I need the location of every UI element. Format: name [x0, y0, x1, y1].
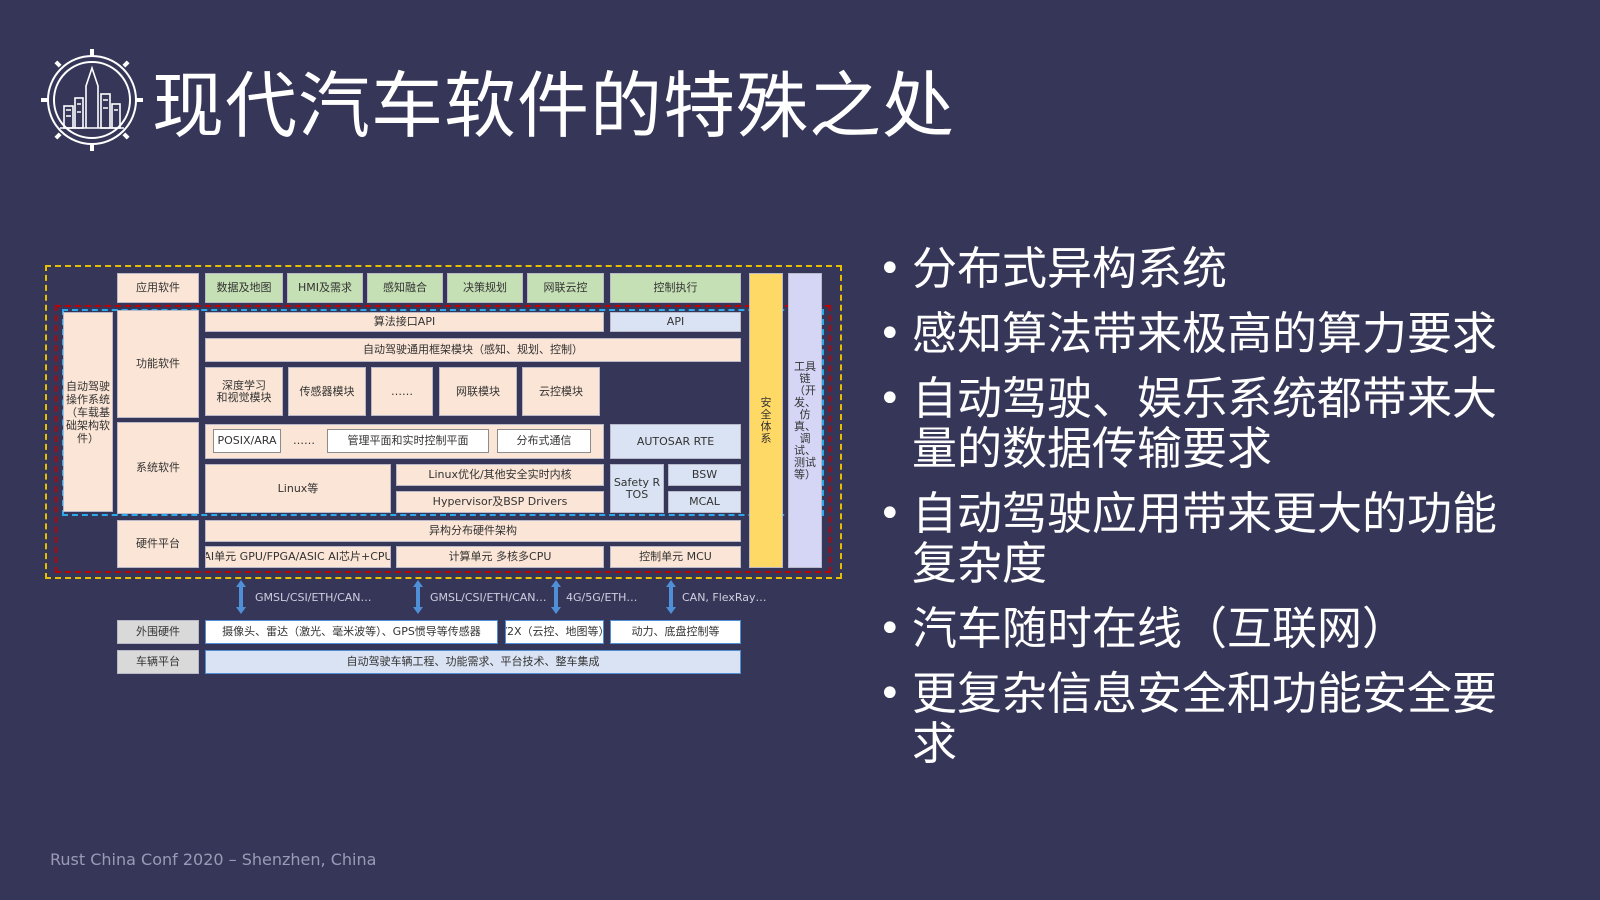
link-label: GMSL/CSI/ETH/CAN…	[430, 591, 547, 604]
layer-app-label: 应用软件	[117, 273, 199, 303]
bullet-text: 更复杂信息安全和功能安全要求	[912, 667, 1498, 770]
layer-func-label: 功能软件	[117, 310, 199, 418]
func-module: 云控模块	[522, 367, 600, 416]
bullet-dot-icon: •	[878, 606, 902, 652]
bullet-item: •自动驾驶、娱乐系统都带来大量的数据传输要求	[878, 374, 1528, 474]
bullet-text: 自动驾驶、娱乐系统都带来大量的数据传输要求	[912, 372, 1498, 475]
hypervisor: Hypervisor及BSP Drivers	[396, 491, 604, 513]
os-boundary	[55, 305, 831, 573]
app-item: 网联云控	[527, 273, 604, 303]
app-layer-boundary	[45, 265, 842, 579]
bullet-text: 分布式异构系统	[912, 242, 1228, 295]
compute-unit: 计算单元 多核多CPU	[396, 546, 604, 568]
autosar: AUTOSAR RTE	[610, 424, 741, 459]
ai-unit: AI单元 GPU/FPGA/ASIC AI芯片+CPU	[205, 546, 391, 568]
mcal: MCAL	[668, 491, 741, 513]
linux-opt: Linux优化/其他安全实时内核	[396, 464, 604, 486]
layer-periph-label: 外围硬件	[117, 620, 199, 644]
func-module: 网联模块	[439, 367, 517, 416]
link-label: 4G/5G/ETH…	[566, 591, 638, 604]
app-item: 决策规划	[447, 273, 523, 303]
power-chassis: 动力、底盘控制等	[610, 620, 741, 644]
layer-vehicle-label: 车辆平台	[117, 650, 199, 674]
bullet-item: •感知算法带来极高的算力要求	[878, 309, 1528, 359]
link-label: CAN, FlexRay…	[682, 591, 767, 604]
bullet-text: 汽车随时在线（互联网）	[912, 602, 1408, 655]
api: API	[610, 312, 741, 332]
bullet-item: •汽车随时在线（互联网）	[878, 604, 1528, 654]
control-unit: 控制单元 MCU	[610, 546, 741, 568]
posix: POSIX/ARA	[213, 429, 281, 453]
dist-comm: 分布式通信	[497, 429, 591, 453]
app-item: 数据及地图	[205, 273, 283, 303]
os-label: 自动驾驶操作系统（车载基础架构软件）	[63, 312, 113, 512]
safety-rtos: Safety RTOS	[610, 464, 664, 513]
func-module: 深度学习 和视觉模块	[205, 367, 283, 416]
ellipsis: ……	[293, 434, 315, 447]
safety-system: 安全体系	[749, 273, 783, 568]
footer: Rust China Conf 2020 – Shenzhen, China	[50, 850, 377, 869]
bidirectional-arrow-icon	[236, 580, 246, 614]
bidirectional-arrow-icon	[413, 580, 423, 614]
app-item: 控制执行	[610, 273, 741, 303]
bullet-item: •更复杂信息安全和功能安全要求	[878, 669, 1528, 769]
layer-sys-label: 系统软件	[117, 422, 199, 514]
hetero-hw: 异构分布硬件架构	[205, 520, 741, 542]
architecture-diagram: 自动驾驶操作系统（车载基础架构软件） 应用软件 功能软件 系统软件 硬件平台 数…	[0, 0, 860, 700]
app-item: HMI及需求	[287, 273, 363, 303]
bullet-text: 感知算法带来极高的算力要求	[912, 307, 1498, 360]
algo-api: 算法接口API	[205, 312, 604, 332]
bullet-text: 自动驾驶应用带来更大的功能复杂度	[912, 487, 1498, 590]
linux: Linux等	[205, 464, 391, 513]
vehicle-platform: 自动驾驶车辆工程、功能需求、平台技术、整车集成	[205, 650, 741, 674]
link-label: GMSL/CSI/ETH/CAN…	[255, 591, 372, 604]
bidirectional-arrow-icon	[666, 580, 676, 614]
mgmt-plane: 管理平面和实时控制平面	[327, 429, 489, 453]
bullet-dot-icon: •	[878, 491, 902, 537]
bidirectional-arrow-icon	[551, 580, 561, 614]
layer-hw-label: 硬件平台	[117, 520, 199, 568]
framework: 自动驾驶通用框架模块（感知、规划、控制）	[205, 338, 741, 362]
city-skyline-gear-icon	[41, 49, 143, 151]
toolchain: 工具链（开发、仿真、调试、测试等）	[788, 273, 822, 568]
bullet-dot-icon: •	[878, 671, 902, 717]
bsw: BSW	[668, 464, 741, 486]
periph-sensors: 摄像头、雷达（激光、毫米波等）、GPS惯导等传感器	[205, 620, 498, 644]
app-item: 感知融合	[367, 273, 443, 303]
v2x: V2X（云控、地图等）	[505, 620, 604, 644]
bullet-list: •分布式异构系统 •感知算法带来极高的算力要求 •自动驾驶、娱乐系统都带来大量的…	[878, 244, 1528, 784]
func-module: ……	[371, 367, 433, 416]
func-module: 传感器模块	[288, 367, 366, 416]
bullet-item: •分布式异构系统	[878, 244, 1528, 294]
bullet-dot-icon: •	[878, 246, 902, 292]
slide-title: 现代汽车软件的特殊之处	[152, 64, 956, 148]
bullet-item: •自动驾驶应用带来更大的功能复杂度	[878, 489, 1528, 589]
bullet-dot-icon: •	[878, 311, 902, 357]
bullet-dot-icon: •	[878, 376, 902, 422]
